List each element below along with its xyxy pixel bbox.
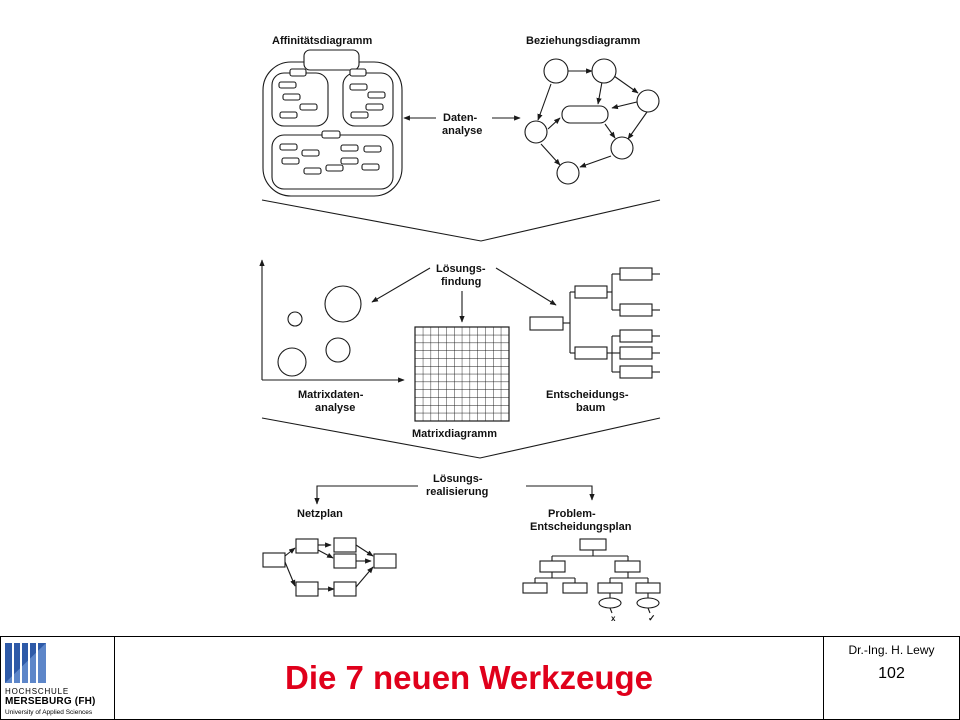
pdpc-mark-x: x <box>611 614 616 623</box>
info-cell: Dr.-Ing. H. Lewy 102 <box>824 637 959 719</box>
arrow-to-decision-tree <box>495 267 557 306</box>
solution-finding-label-2: findung <box>441 276 481 288</box>
decision-tree-label-1: Entscheidungs- <box>546 389 629 401</box>
matrix-data-label-2: analyse <box>315 402 355 414</box>
decision-tree-label-2: baum <box>576 402 606 414</box>
realization-node: Lösungs- realisierung <box>314 473 595 505</box>
logo-text-2: MERSEBURG (FH) <box>5 696 96 707</box>
affinity-label: Affinitätsdiagramm <box>272 35 372 47</box>
arrow-to-netplan <box>314 485 418 505</box>
top-funnel <box>261 199 661 242</box>
logo-text-1: HOCHSCHULE <box>5 687 70 696</box>
matrix-data-label-1: Matrixdaten- <box>298 389 364 401</box>
decision-tree: Entscheidungs- baum <box>529 267 660 414</box>
matrix-label: Matrixdiagramm <box>412 428 497 440</box>
solution-finding-node: Lösungs- findung <box>371 263 557 323</box>
matrix-data-analysis: Matrixdaten- analyse <box>259 259 405 414</box>
data-analysis-node: Daten- analyse <box>403 112 521 137</box>
data-analysis-label-1: Daten- <box>443 112 478 124</box>
bottom-funnel <box>261 417 661 459</box>
slide-footer: HOCHSCHULE MERSEBURG (FH) University of … <box>0 636 960 720</box>
slide-title: Die 7 neuen Werkzeuge <box>284 659 653 696</box>
pdpc-mark-check: ✓ <box>648 613 656 623</box>
seven-tools-diagram: Affinitätsdiagramm Daten- analyse <box>259 35 661 623</box>
solution-finding-label-1: Lösungs- <box>436 263 486 275</box>
realization-label-2: realisierung <box>426 486 488 498</box>
relation-center-node <box>561 105 609 124</box>
affinity-diagram: Affinitätsdiagramm <box>262 35 403 197</box>
author-name: Dr.-Ing. H. Lewy <box>848 643 935 657</box>
network-plan: Netzplan <box>262 508 397 597</box>
page-number: 102 <box>878 665 905 682</box>
matrix-grid <box>414 326 510 422</box>
relation-diagram: Beziehungsdiagramm <box>524 35 660 185</box>
affinity-header-card <box>303 49 360 71</box>
logo-text-3: University of Applied Sciences <box>5 709 93 716</box>
arrow-to-matrix-data <box>371 267 431 303</box>
merseburg-logo-icon <box>5 643 46 683</box>
problem-decision-plan: Problem- Entscheidungsplan x ✓ <box>522 508 661 623</box>
arrow-to-pdpc <box>526 485 595 501</box>
pdpc-label-2: Entscheidungsplan <box>530 521 632 533</box>
netplan-label: Netzplan <box>297 508 343 520</box>
data-analysis-label-2: analyse <box>442 125 482 137</box>
relation-label: Beziehungsdiagramm <box>526 35 641 47</box>
university-logo: HOCHSCHULE MERSEBURG (FH) University of … <box>1 637 115 719</box>
affinity-group-right <box>342 72 394 127</box>
matrix-diagram: Matrixdiagramm <box>412 326 510 440</box>
title-cell: Die 7 neuen Werkzeuge <box>115 637 824 719</box>
realization-label-1: Lösungs- <box>433 473 483 485</box>
pdpc-label-1: Problem- <box>548 508 596 520</box>
